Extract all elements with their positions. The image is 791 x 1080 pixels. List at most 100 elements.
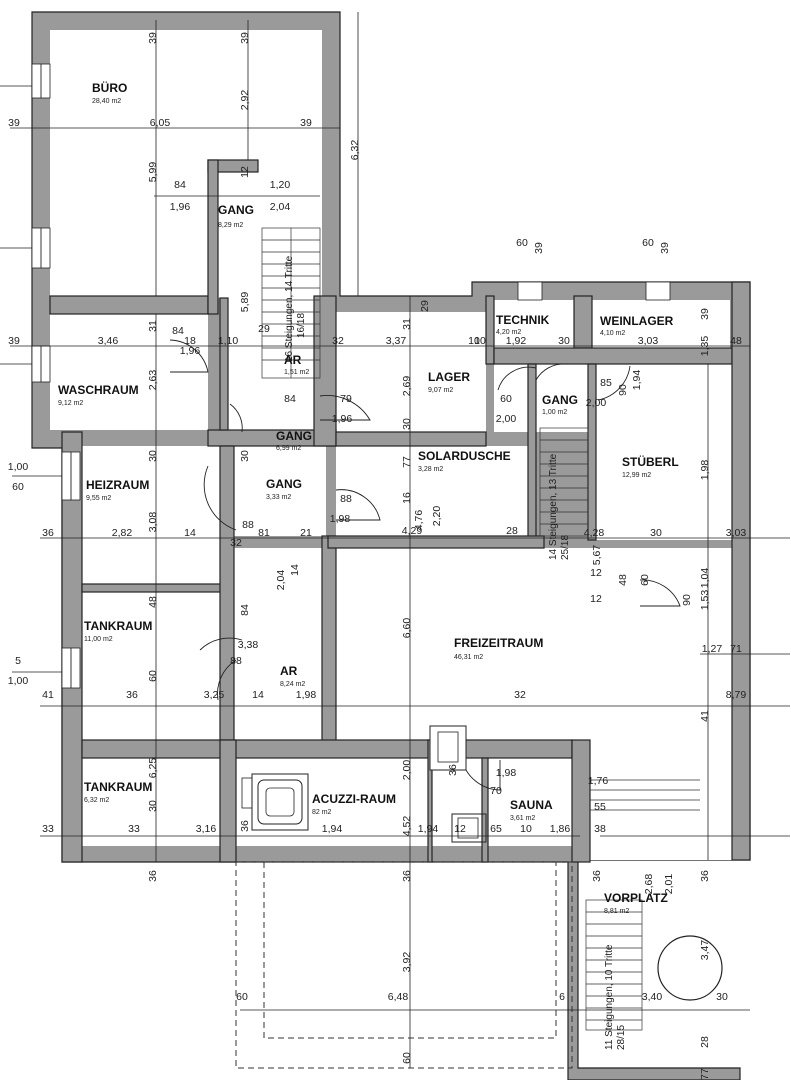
interior-walls xyxy=(49,159,751,863)
dimension-label: 2,20 xyxy=(431,506,443,527)
dimension-label: 60 xyxy=(500,393,512,405)
dimension-label: 32 xyxy=(514,689,526,701)
dimension-label: 2,00 xyxy=(586,397,607,409)
dimension-label: 1,00 xyxy=(8,675,29,687)
dimension-label: 6,48 xyxy=(388,991,409,1003)
dimension-label: 10 xyxy=(474,335,486,347)
dimension-label: 2,01 xyxy=(663,874,675,895)
dimension-label: 10 xyxy=(520,823,532,835)
dimension-label: 84 xyxy=(172,325,184,337)
dimension-label: 39 xyxy=(300,117,312,129)
room-technik-name: TECHNIK xyxy=(496,313,550,327)
dimension-label: 1,53 xyxy=(699,590,711,611)
dimension-label: 2,00 xyxy=(496,413,517,425)
dimension-label: 3,03 xyxy=(638,335,659,347)
dimension-label: 88 xyxy=(230,655,242,667)
room-vorplatz-area: 8,81 m2 xyxy=(604,908,629,915)
dimension-label: 3,92 xyxy=(401,952,413,973)
dimension-label: 36 xyxy=(447,764,459,776)
dimension-label: 39 xyxy=(239,32,251,44)
dimension-label: 39 xyxy=(8,117,20,129)
dimension-label: 1,20 xyxy=(270,179,291,191)
dimension-label: 65 xyxy=(490,823,502,835)
dimension-label: 70 xyxy=(490,785,502,797)
dimension-label: 39 xyxy=(533,242,545,254)
dimension-label: 48 xyxy=(617,574,629,586)
dimension-label: 1,94 xyxy=(418,823,439,835)
dimension-label: 18 xyxy=(184,335,196,347)
dimension-label: 48 xyxy=(147,596,159,608)
dimension-label: 6,32 xyxy=(349,140,361,161)
dimension-label: 88 xyxy=(340,493,352,505)
room-tankraum1-name: TANKRAUM xyxy=(84,619,152,633)
room-lager-name: LAGER xyxy=(428,370,470,384)
room-freizeitraum-name: FREIZEITRAUM xyxy=(454,636,543,650)
room-ar1-name: AR xyxy=(284,353,302,367)
stair-middle-ratio: 25/18 xyxy=(560,535,571,560)
dimension-label: 2,04 xyxy=(275,570,287,591)
dimension-label: 30 xyxy=(147,450,159,462)
stair-main-ratio: 16/18 xyxy=(296,313,307,338)
dimension-label: 41 xyxy=(699,710,711,722)
dimension-label: 1,98 xyxy=(330,513,351,525)
dimension-label: 31 xyxy=(401,318,413,330)
room-waschraum-name: WASCHRAUM xyxy=(58,383,139,397)
dimension-label: 30 xyxy=(650,527,662,539)
room-gang4-area: 3,33 m2 xyxy=(266,494,291,501)
dimension-label: 1,10 xyxy=(218,335,239,347)
dimension-label: 3,03 xyxy=(726,527,747,539)
room-labels: BÜRO 28,40 m2 GANG 8,29 m2 WASCHRAUM 9,1… xyxy=(58,80,679,915)
dimension-label: 3,47 xyxy=(699,940,711,961)
room-jacuzzi-name: ACUZZI-RAUM xyxy=(312,792,396,806)
dimension-label: 3,08 xyxy=(147,512,159,533)
dimension-label: 21 xyxy=(300,527,312,539)
dimension-label: 2,69 xyxy=(401,376,413,397)
dimension-label: 4,29 xyxy=(402,525,423,537)
dimension-label: 1,96 xyxy=(332,413,353,425)
dimension-label: 32 xyxy=(230,537,242,549)
dimension-label: 12 xyxy=(590,567,602,579)
room-sauna-area: 3,61 m2 xyxy=(510,815,535,822)
dimension-label: 14 xyxy=(252,689,264,701)
dimension-label: 30 xyxy=(716,991,728,1003)
room-heizraum-name: HEIZRAUM xyxy=(86,478,149,492)
dimension-label: 36 xyxy=(126,689,138,701)
dimension-label: 36 xyxy=(239,820,251,832)
dimension-label: 1,96 xyxy=(180,345,201,357)
dimension-label: 1,04 xyxy=(699,568,711,589)
dimension-label: 10 xyxy=(468,335,480,347)
dimension-label: 2,63 xyxy=(147,370,159,391)
dimension-label: 30 xyxy=(558,335,570,347)
room-gang3-name: GANG xyxy=(276,429,312,443)
dimension-label: 1,92 xyxy=(506,335,527,347)
dimension-label: 12 xyxy=(239,166,251,178)
room-gang1-area: 8,29 m2 xyxy=(218,222,243,229)
dimension-label: 4,76 xyxy=(413,510,425,531)
dimension-label: 84 xyxy=(284,393,296,405)
dimension-label: 79 xyxy=(340,393,352,405)
room-waschraum-area: 9,12 m2 xyxy=(58,400,83,407)
dimension-label: 3,37 xyxy=(386,335,407,347)
dimension-label: 33 xyxy=(128,823,140,835)
dimension-label: 6,60 xyxy=(401,618,413,639)
room-solardusche-area: 3,28 m2 xyxy=(418,466,443,473)
dimension-label: 1,98 xyxy=(296,689,317,701)
dimension-label: 71 xyxy=(730,643,742,655)
room-lager-area: 9,07 m2 xyxy=(428,387,453,394)
room-ar2-area: 8,24 m2 xyxy=(280,681,305,688)
room-buero-area: 28,40 m2 xyxy=(92,98,121,105)
stair-middle-label: 14 Steigungen, 13 Tritte xyxy=(548,453,559,560)
dimension-label: 1,94 xyxy=(631,370,643,391)
dimension-label: 30 xyxy=(401,418,413,430)
room-gang1-name: GANG xyxy=(218,203,254,217)
dimension-label: 60 xyxy=(639,574,651,586)
dimension-label: 39 xyxy=(699,308,711,320)
dimension-label: 33 xyxy=(42,823,54,835)
dimension-label: 4,28 xyxy=(584,527,605,539)
dimension-label: 2,82 xyxy=(112,527,133,539)
room-tankraum2-name: TANKRAUM xyxy=(84,780,152,794)
dimension-label: 81 xyxy=(258,527,270,539)
dimension-label: 5 xyxy=(15,655,21,667)
room-heizraum-area: 9,55 m2 xyxy=(86,495,111,502)
